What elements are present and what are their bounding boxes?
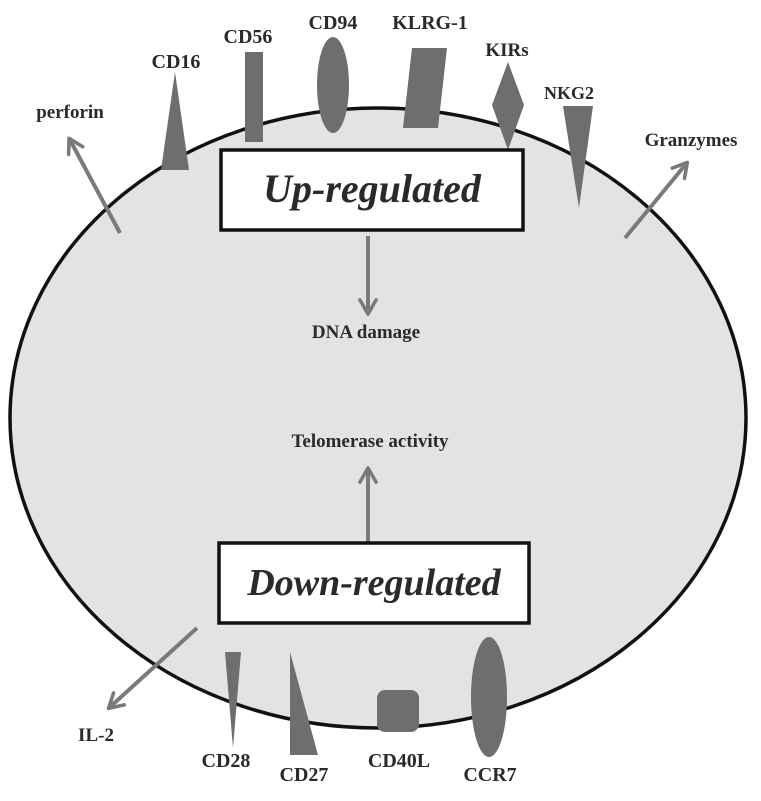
il2-label: IL-2 [78,725,114,746]
downregulated-label: Down-regulated [246,562,501,604]
ccr7-label: CCR7 [463,764,516,786]
perforin-arrow [66,136,122,234]
upregulated-label: Up-regulated [263,166,482,211]
cd16-label: CD16 [152,51,201,73]
kirs-label: KIRs [485,40,528,61]
cd27-marker [290,652,318,755]
cd94-label: CD94 [309,12,358,34]
dna-damage-label: DNA damage [312,322,420,343]
cd56-marker [245,52,263,142]
perforin-label: perforin [36,102,104,123]
cd28-label: CD28 [202,750,251,772]
cd40l-label: CD40L [368,750,430,772]
cd94-marker [317,37,349,133]
cd27-label: CD27 [280,764,329,786]
granzymes-arrow [623,160,690,240]
telomerase-activity-label: Telomerase activity [291,431,449,452]
il2-arrow [106,626,199,711]
cd40l-marker [377,690,419,732]
nkg2-label: NKG2 [544,83,594,103]
upregulated-box [219,148,525,232]
nkg2-marker [563,106,593,208]
klrg1-marker [403,48,447,128]
klrg1-label: KLRG-1 [392,12,468,34]
downregulated-box [217,541,531,625]
ccr7-marker [471,637,507,757]
cell-body [8,106,748,730]
kirs-marker [492,62,524,150]
cd16-marker [161,72,189,170]
granzymes-label: Granzymes [645,130,738,151]
cd56-label: CD56 [224,26,273,48]
cd28-marker [225,652,241,748]
